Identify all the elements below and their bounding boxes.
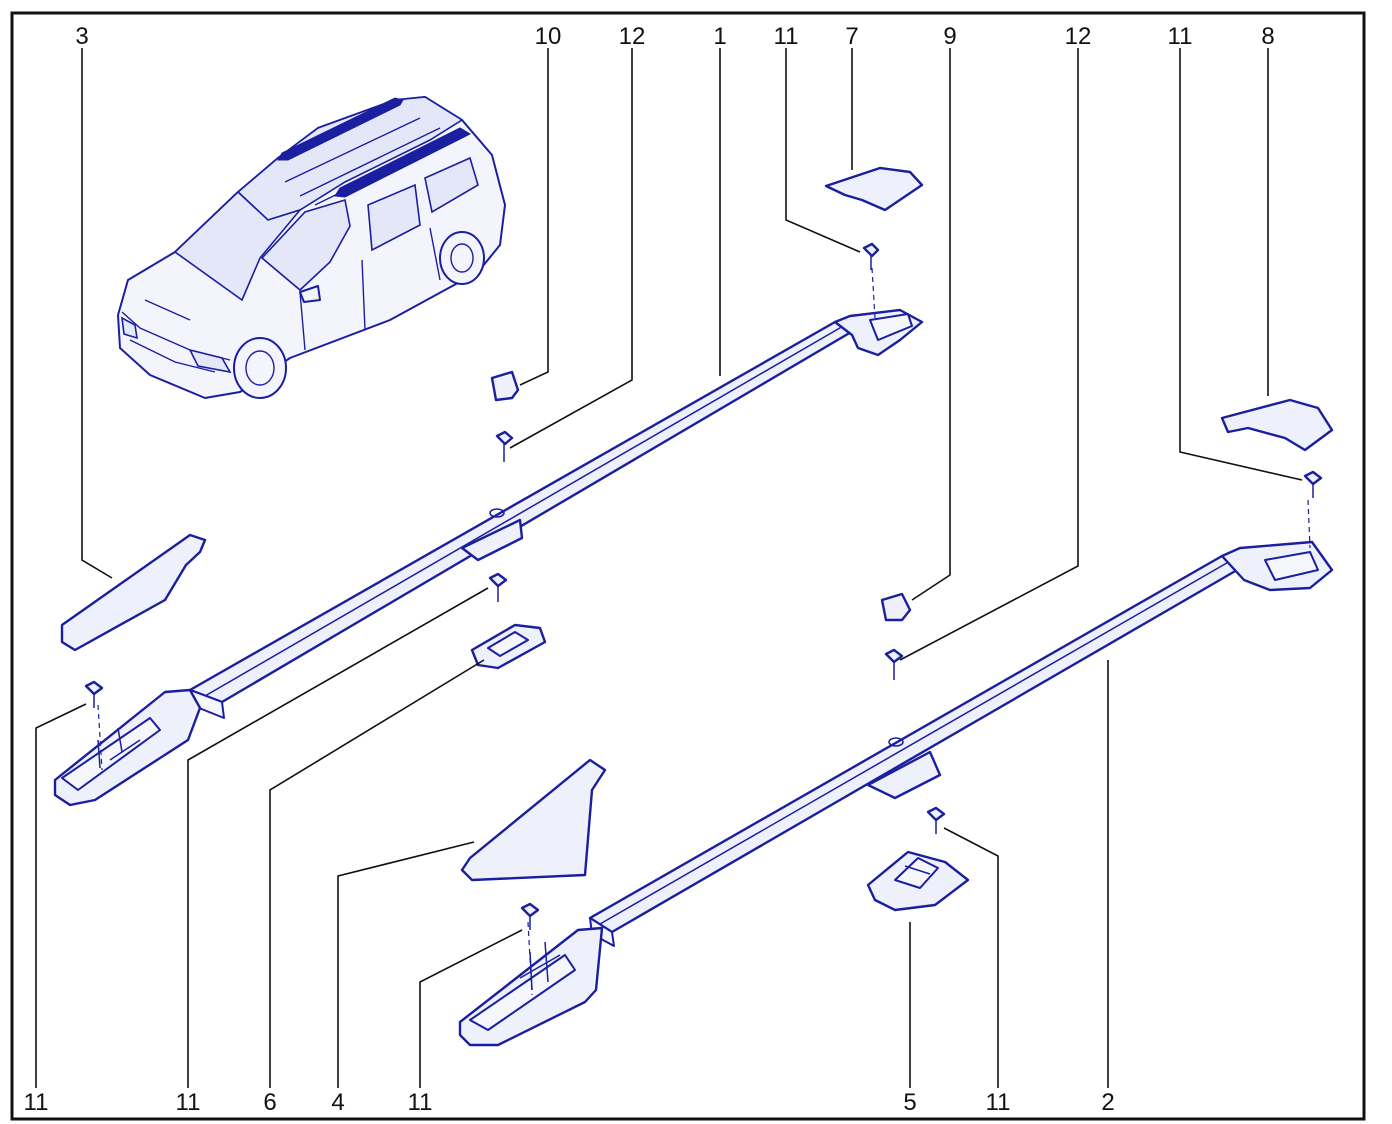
callout-11-bottom-c: 11	[408, 1089, 433, 1116]
callout-2: 2	[1101, 1089, 1114, 1116]
callout-9: 9	[943, 23, 956, 50]
vehicle-illustration	[117, 96, 506, 399]
leader-lines	[35, 48, 1303, 1088]
callout-6: 6	[263, 1089, 276, 1116]
callout-1: 1	[713, 23, 726, 50]
callout-12-left: 12	[619, 23, 646, 50]
callout-5: 5	[903, 1089, 916, 1116]
callout-4: 4	[331, 1089, 344, 1116]
mount-base-6	[470, 623, 547, 670]
callout-7: 7	[845, 23, 858, 50]
diagram-frame	[10, 11, 1366, 1121]
callout-10: 10	[535, 23, 562, 50]
bolt-11-b	[488, 572, 508, 602]
callout-8: 8	[1261, 23, 1274, 50]
clip-10	[490, 370, 520, 402]
callout-3: 3	[75, 23, 88, 50]
callout-11-top-left: 11	[774, 23, 799, 50]
bolt-11-f	[520, 902, 540, 930]
rail-left-rear-foot	[833, 267, 924, 357]
callouts-top: 3 10 12 1 11 7 9 12 11 8	[75, 23, 1274, 50]
mount-base-5	[866, 850, 970, 912]
end-cover-3	[60, 533, 207, 652]
end-cover-7	[824, 166, 924, 212]
clip-9	[880, 592, 912, 622]
bolt-12-a	[495, 430, 514, 462]
rail-right-rear-foot	[1220, 499, 1334, 592]
callout-11-top-right: 11	[1168, 23, 1193, 50]
callout-12-right: 12	[1065, 23, 1092, 50]
callout-11-bottom-a: 11	[24, 1089, 49, 1116]
bolt-11-c	[84, 680, 104, 708]
bolt-11-e	[926, 806, 946, 834]
end-cover-8	[1220, 398, 1334, 452]
callout-11-bottom-b: 11	[176, 1089, 201, 1116]
bolt-11-d	[1303, 470, 1323, 498]
end-cover-4	[460, 758, 607, 882]
callouts-bottom: 11 11 6 4 11 5 11 2	[24, 1089, 1115, 1116]
rail-right-front-foot	[458, 921, 604, 1047]
bolt-12-b	[884, 648, 904, 680]
callout-11-bottom-d: 11	[986, 1089, 1011, 1116]
roof-rail-right	[588, 554, 1246, 947]
rail-left-front-foot	[53, 688, 202, 807]
bolt-11-a	[862, 242, 880, 270]
roof-rail-left	[188, 320, 860, 719]
